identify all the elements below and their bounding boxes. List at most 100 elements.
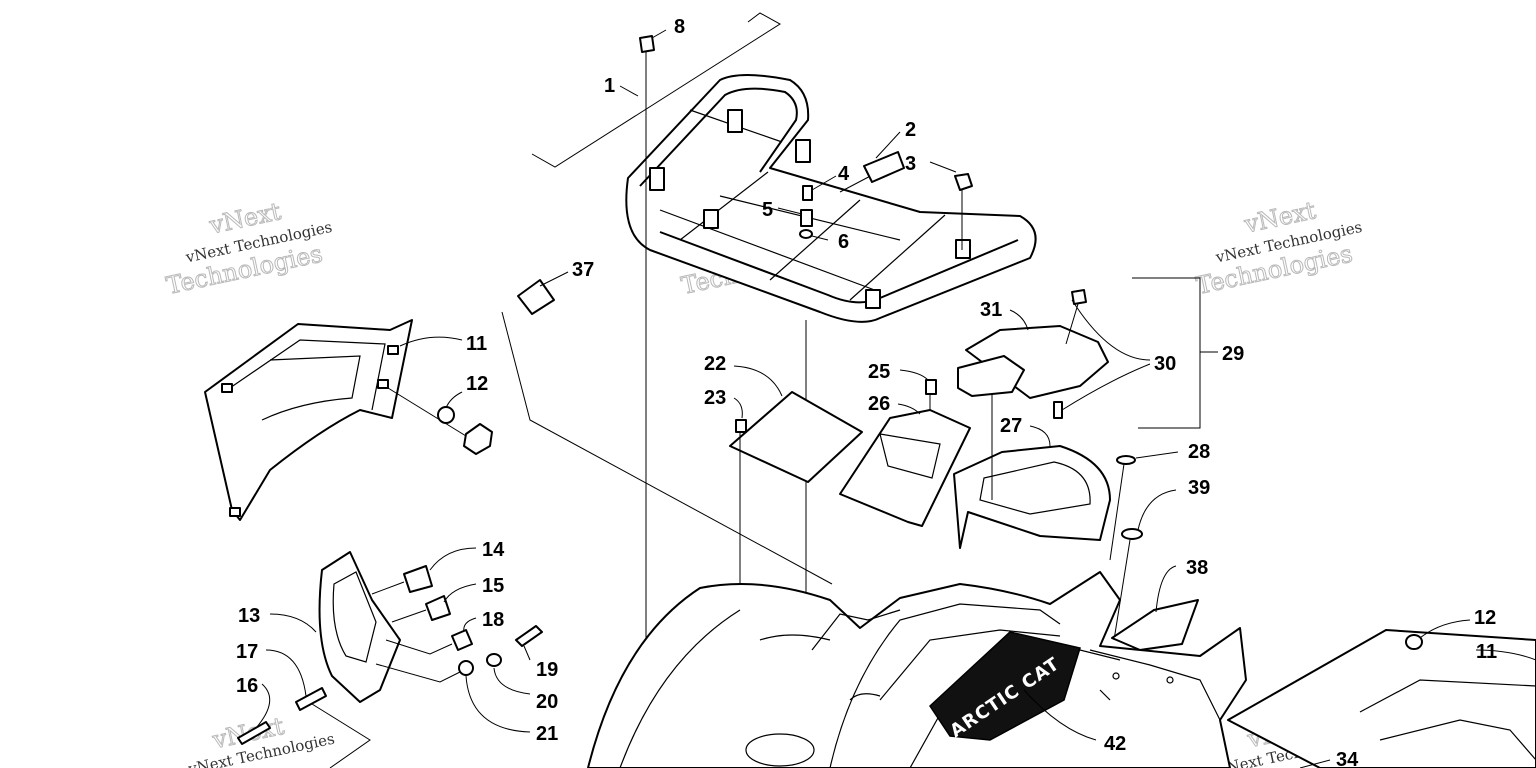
- nut-part-3: [954, 173, 973, 191]
- callout-20: 20: [536, 691, 558, 713]
- leader-18: [463, 617, 477, 633]
- bracket-part-29: [1132, 277, 1201, 429]
- screw-part-19: [515, 625, 543, 647]
- decal-part-38: [1111, 599, 1199, 651]
- socket-part-18: [451, 629, 473, 651]
- leader-27: [1029, 425, 1051, 447]
- callout-22: 22: [704, 353, 726, 375]
- leader-34: [1299, 759, 1331, 768]
- decal-part-37: [517, 279, 555, 315]
- decal-part-2: [863, 151, 905, 183]
- bracket-part-18: [385, 639, 453, 655]
- leader-21: [465, 675, 531, 733]
- spring-part-17: [295, 687, 327, 711]
- leader-12-right: [1419, 619, 1471, 639]
- watermark-left: vNext vNext Technologies Technologies: [163, 197, 334, 301]
- watermark-right: vNext vNext Technologies Technologies: [1193, 196, 1364, 301]
- callout-39: 39: [1188, 477, 1210, 499]
- callout-5: 5: [762, 199, 773, 221]
- panel-part-22: [729, 391, 863, 483]
- callout-4: 4: [838, 163, 850, 185]
- leader-28: [1135, 451, 1179, 459]
- panel-part-26: [839, 409, 971, 527]
- bolt-part-8: [639, 35, 655, 53]
- callout-25: 25: [868, 361, 890, 383]
- leader-38: [1155, 565, 1177, 613]
- rear-fender-body: [587, 571, 1247, 768]
- bolt-part-4: [802, 185, 813, 201]
- callout-18: 18: [482, 609, 504, 631]
- axis-14: [371, 581, 405, 595]
- bracket-part-37: [501, 311, 833, 585]
- callout-19: 19: [536, 659, 558, 681]
- callout-27: 27: [1000, 415, 1022, 437]
- callout-8: 8: [674, 16, 685, 38]
- leader-30: [1071, 299, 1151, 361]
- leader-25: [899, 369, 929, 381]
- taillight-housing-part-13: [318, 551, 401, 703]
- callout-34: 34: [1336, 749, 1359, 768]
- leader-1: [619, 85, 639, 97]
- callout-31: 31: [980, 299, 1002, 321]
- bulb-part-15: [425, 595, 451, 621]
- lid-insert-part-31: [957, 355, 1025, 397]
- leader-26: [897, 403, 921, 415]
- callout-2: 2: [905, 119, 916, 141]
- callout-12-right: 12: [1474, 607, 1496, 629]
- callout-28: 28: [1188, 441, 1210, 463]
- callout-14: 14: [482, 539, 505, 561]
- leader-8: [651, 29, 667, 39]
- nut-star-12-left: [463, 423, 493, 455]
- bracket-part-1: [531, 12, 781, 168]
- axis-15: [391, 609, 427, 623]
- callout-13: 13: [238, 605, 260, 627]
- taillight-lens: [332, 571, 377, 663]
- leader-6: [811, 235, 829, 241]
- callout-21: 21: [536, 723, 558, 745]
- callout-30: 30: [1154, 353, 1176, 375]
- latch-part-30-top: [1071, 289, 1087, 305]
- grommet-part-12-right: [1405, 634, 1423, 650]
- bracket-part-16: [311, 703, 371, 768]
- bracket-part-21: [375, 663, 461, 683]
- leader-12-left: [445, 391, 463, 409]
- leader-31: [1009, 309, 1029, 331]
- lid-part-31: [965, 325, 1109, 399]
- leader-37: [539, 271, 569, 287]
- callout-17: 17: [236, 641, 258, 663]
- leader-3: [929, 161, 957, 173]
- leader-20: [493, 667, 531, 695]
- side-panel-left: [204, 319, 413, 521]
- callout-1: 1: [604, 75, 615, 97]
- callout-37: 37: [572, 259, 594, 281]
- leader-19: [523, 645, 531, 661]
- panel-26-detail: [879, 433, 941, 479]
- callout-38: 38: [1186, 557, 1208, 579]
- callout-12-left: 12: [466, 373, 488, 395]
- leader-39: [1137, 489, 1177, 531]
- storage-box-part-27: [953, 445, 1111, 549]
- callout-26: 26: [868, 393, 890, 415]
- spacer-part-5: [800, 209, 813, 227]
- leader-30b: [1061, 363, 1151, 411]
- rivet-part-39: [1121, 528, 1143, 540]
- leader-4: [811, 175, 837, 191]
- leader-2: [875, 131, 901, 159]
- leader-23: [733, 397, 743, 419]
- leader-11-right: [1475, 649, 1536, 661]
- callout-29: 29: [1222, 343, 1244, 365]
- callout-23: 23: [704, 387, 726, 409]
- callout-11-right: 11: [1476, 641, 1497, 663]
- callout-3: 3: [905, 153, 916, 175]
- callout-16: 16: [236, 675, 258, 697]
- shaft-30-top: [1065, 303, 1079, 345]
- side-panel-right: [1227, 629, 1536, 768]
- leader-5: [777, 207, 803, 215]
- bulb-part-14: [403, 565, 433, 593]
- callout-42: 42: [1104, 733, 1126, 755]
- screw-part-25: [925, 379, 937, 395]
- leader-16: [255, 683, 271, 729]
- washer-part-20: [486, 653, 502, 667]
- decal-part-42: [929, 631, 1081, 741]
